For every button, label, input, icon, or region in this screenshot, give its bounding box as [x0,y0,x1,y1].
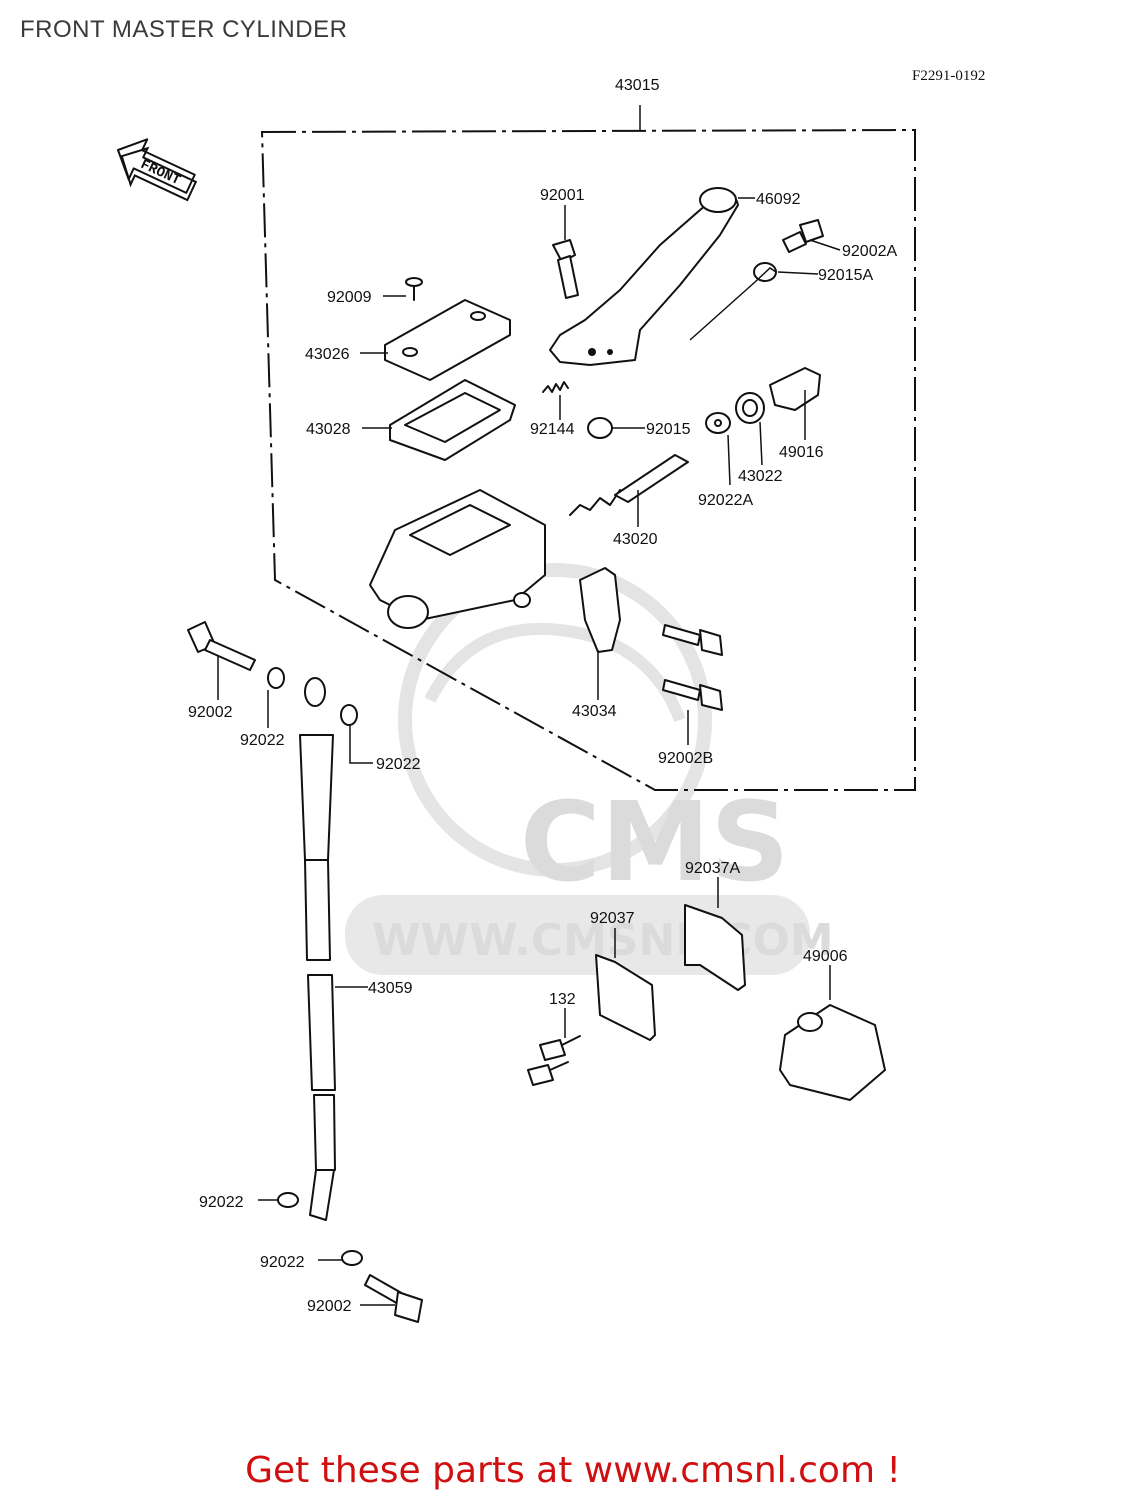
page-title: FRONT MASTER CYLINDER [20,16,348,43]
part-43020-piston [569,454,689,516]
label-43028: 43028 [306,421,351,438]
part-labels: 43015 92001 46092 92002A 92015A 92009 43… [188,77,897,1315]
label-92022A: 92022A [698,492,753,509]
label-43034: 43034 [572,703,617,720]
label-92015A: 92015A [818,267,873,284]
part-92037-bracket [595,954,656,1041]
label-92002-top: 92002 [188,704,233,721]
part-92002-banjo-bolt-bottom [364,1274,423,1323]
label-43020: 43020 [613,531,658,548]
part-92002-banjo-bolt-top [187,621,256,671]
label-92144: 92144 [530,421,575,438]
label-49016: 49016 [779,444,824,461]
label-92037A: 92037A [685,860,740,877]
part-master-cylinder-body [369,489,546,629]
part-92144-spring [542,381,569,393]
label-43026: 43026 [305,346,350,363]
part-46092-lever [549,187,739,366]
part-43059-brake-hose [299,677,336,1221]
part-49016-boot [769,367,821,411]
part-92001-bolt [552,239,579,299]
watermark-logo: CMS [520,778,789,906]
label-92022-d: 92022 [260,1254,305,1271]
part-43022-circlip [735,392,765,424]
label-132: 132 [549,991,576,1008]
part-43034-clamp [579,567,621,653]
part-49006-clamp-block [779,1004,886,1101]
label-43015: 43015 [615,77,660,94]
part-92002B-bolts [662,624,723,711]
part-43026-cap [384,299,511,381]
part-92022A-washer [705,412,731,434]
label-92002B: 92002B [658,750,713,767]
label-92037: 92037 [590,910,635,927]
label-43059: 43059 [368,980,413,997]
label-92015: 92015 [646,421,691,438]
part-92022-washers-top [267,667,358,726]
footer-shop-link[interactable]: Get these parts at www.cmsnl.com ! [245,1450,901,1491]
diagram-code: F2291-0192 [912,68,986,84]
front-arrow: FRONT [117,138,198,202]
label-46092: 46092 [756,191,801,208]
label-92022-c: 92022 [199,1194,244,1211]
leader-lines [217,197,841,1306]
part-92037A-bracket [684,904,746,991]
label-49006: 49006 [803,948,848,965]
label-92002A: 92002A [842,243,897,260]
label-92001: 92001 [540,187,585,204]
label-92009: 92009 [327,289,372,306]
part-43028-diaphragm [389,379,516,461]
label-92022-a: 92022 [240,732,285,749]
label-92002-bottom: 92002 [307,1298,352,1315]
part-92015-nut [587,417,613,439]
label-43022: 43022 [738,468,783,485]
part-92009-screw [405,277,423,301]
part-92002A-bolt [782,219,824,253]
assembly-boundary [260,105,916,791]
part-132-bolts [527,1035,581,1086]
label-92022-b: 92022 [376,756,421,773]
